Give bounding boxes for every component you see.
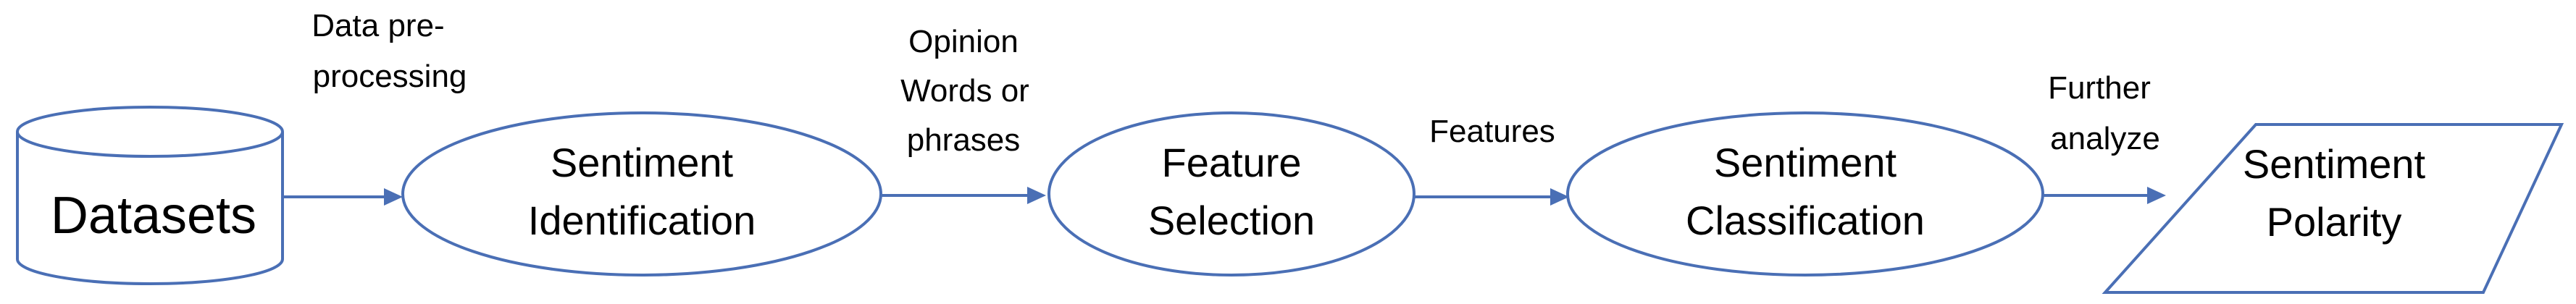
sentiment-classification-ellipse <box>1566 111 2044 276</box>
sentiment-identification-ellipse <box>401 111 882 276</box>
datasets-label: Datasets <box>51 187 256 245</box>
sentiment-classification-node: Sentiment Classification <box>1566 111 2044 276</box>
sentiment-polarity-line1: Sentiment <box>2243 141 2426 187</box>
sentiment-polarity-line2: Polarity <box>2267 199 2402 245</box>
further-analyze-label-line1: Further <box>2048 70 2151 106</box>
preprocessing-arrowhead <box>384 188 403 206</box>
sentiment-polarity-parallelogram <box>2102 123 2564 294</box>
edge-further-analyze: Further analyze <box>2043 70 2166 204</box>
datasets-node: Datasets <box>16 106 284 285</box>
opinion-words-arrowhead <box>1027 187 1046 204</box>
opinion-words-label-line2: Words or <box>900 73 1029 109</box>
features-label: Features <box>1429 114 1555 149</box>
datasets-cylinder-body <box>16 132 284 285</box>
feature-selection-node: Feature Selection <box>1047 111 1415 276</box>
datasets-cylinder-top <box>16 106 284 158</box>
edge-features: Features <box>1414 114 1569 206</box>
sentiment-classification-line1: Sentiment <box>1714 140 1897 185</box>
further-analyze-label-line2: analyze <box>2050 121 2160 156</box>
edge-opinion-words: Opinion Words or phrases <box>881 24 1046 204</box>
sentiment-identification-line1: Sentiment <box>551 140 734 185</box>
sentiment-identification-line2: Identification <box>528 198 756 243</box>
feature-selection-line2: Selection <box>1148 198 1315 243</box>
sentiment-classification-line2: Classification <box>1686 198 1925 243</box>
further-analyze-arrowhead <box>2147 187 2166 204</box>
feature-selection-line1: Feature <box>1162 140 1302 185</box>
opinion-words-label-line1: Opinion <box>908 24 1019 59</box>
sentiment-identification-node: Sentiment Identification <box>401 111 882 276</box>
sentiment-polarity-node: Sentiment Polarity <box>2102 123 2564 294</box>
preprocessing-label-line1: Data pre- <box>311 8 444 43</box>
features-arrowhead <box>1550 188 1569 206</box>
feature-selection-ellipse <box>1047 111 1415 276</box>
opinion-words-label-line3: phrases <box>907 122 1021 158</box>
preprocessing-label-line2: processing <box>313 59 467 94</box>
edge-preprocessing: Data pre- processing <box>283 8 467 206</box>
